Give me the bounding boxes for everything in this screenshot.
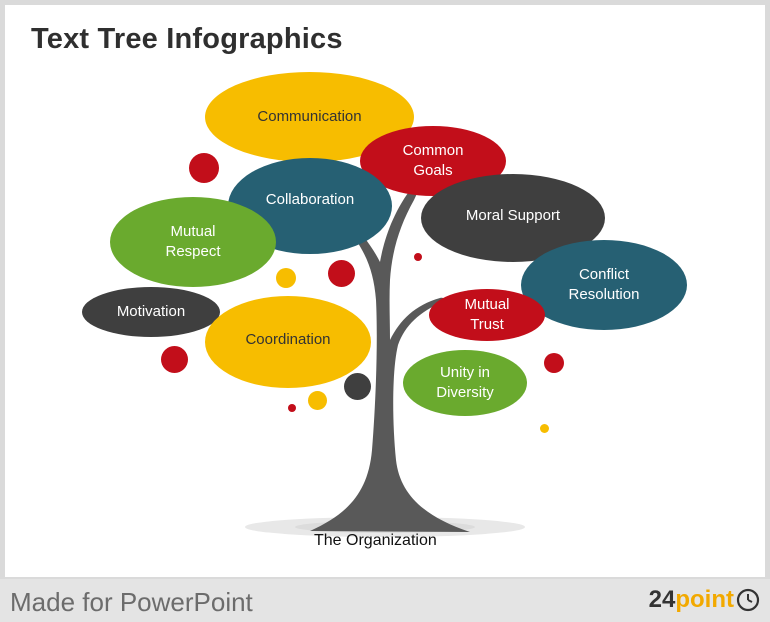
dot-yellow-2 [308,391,327,410]
dot-red-3 [161,346,188,373]
bubble-moral-support-label: Moral Support [465,207,561,224]
dot-yellow-small-1 [540,424,549,433]
bubble-common-goals-label: Common Goals [402,142,464,179]
dot-dark-1 [344,373,371,400]
dot-red-1 [189,153,219,183]
bubble-mutual-trust: Mutual Trust [429,289,545,341]
tree-caption: The Organization [314,532,437,549]
dot-red-small-2 [288,404,296,412]
dot-red-4 [544,353,564,373]
bubble-conflict-resolution-label: Conflict Resolution [568,266,640,303]
bubble-conflict-resolution: Conflict Resolution [521,240,687,330]
bubble-mutual-respect-label: Mutual Respect [165,223,221,260]
tree-trunk [310,176,470,532]
footer-bar: Made for PowerPoint 24 point [0,579,770,622]
clock-icon [736,588,760,612]
slide-title: Text Tree Infographics [31,23,343,55]
dot-yellow-1 [276,268,296,288]
logo-number: 24 [648,586,676,613]
bubble-coordination: Coordination [205,296,371,388]
bubble-common-goals: Common Goals [360,126,506,196]
bubble-motivation-label: Motivation [116,303,186,320]
bubble-mutual-respect: Mutual Respect [110,197,276,287]
logo-word: point [675,586,734,613]
bubble-unity-in-diversity-label: Unity in Diversity [436,364,494,401]
bubble-unity-in-diversity: Unity in Diversity [403,350,527,416]
bubble-communication-label: Communication [257,108,362,125]
bubble-coordination-label: Coordination [245,331,331,348]
bubble-motivation: Motivation [82,287,220,337]
bubble-mutual-trust-label: Mutual Trust [464,296,510,333]
brand-logo: 24 point [649,585,760,615]
bubble-collaboration-label: Collaboration [265,191,355,208]
dot-red-small-1 [414,253,422,261]
footer-made-for: Made for PowerPoint [10,587,253,617]
dot-red-2 [328,260,355,287]
